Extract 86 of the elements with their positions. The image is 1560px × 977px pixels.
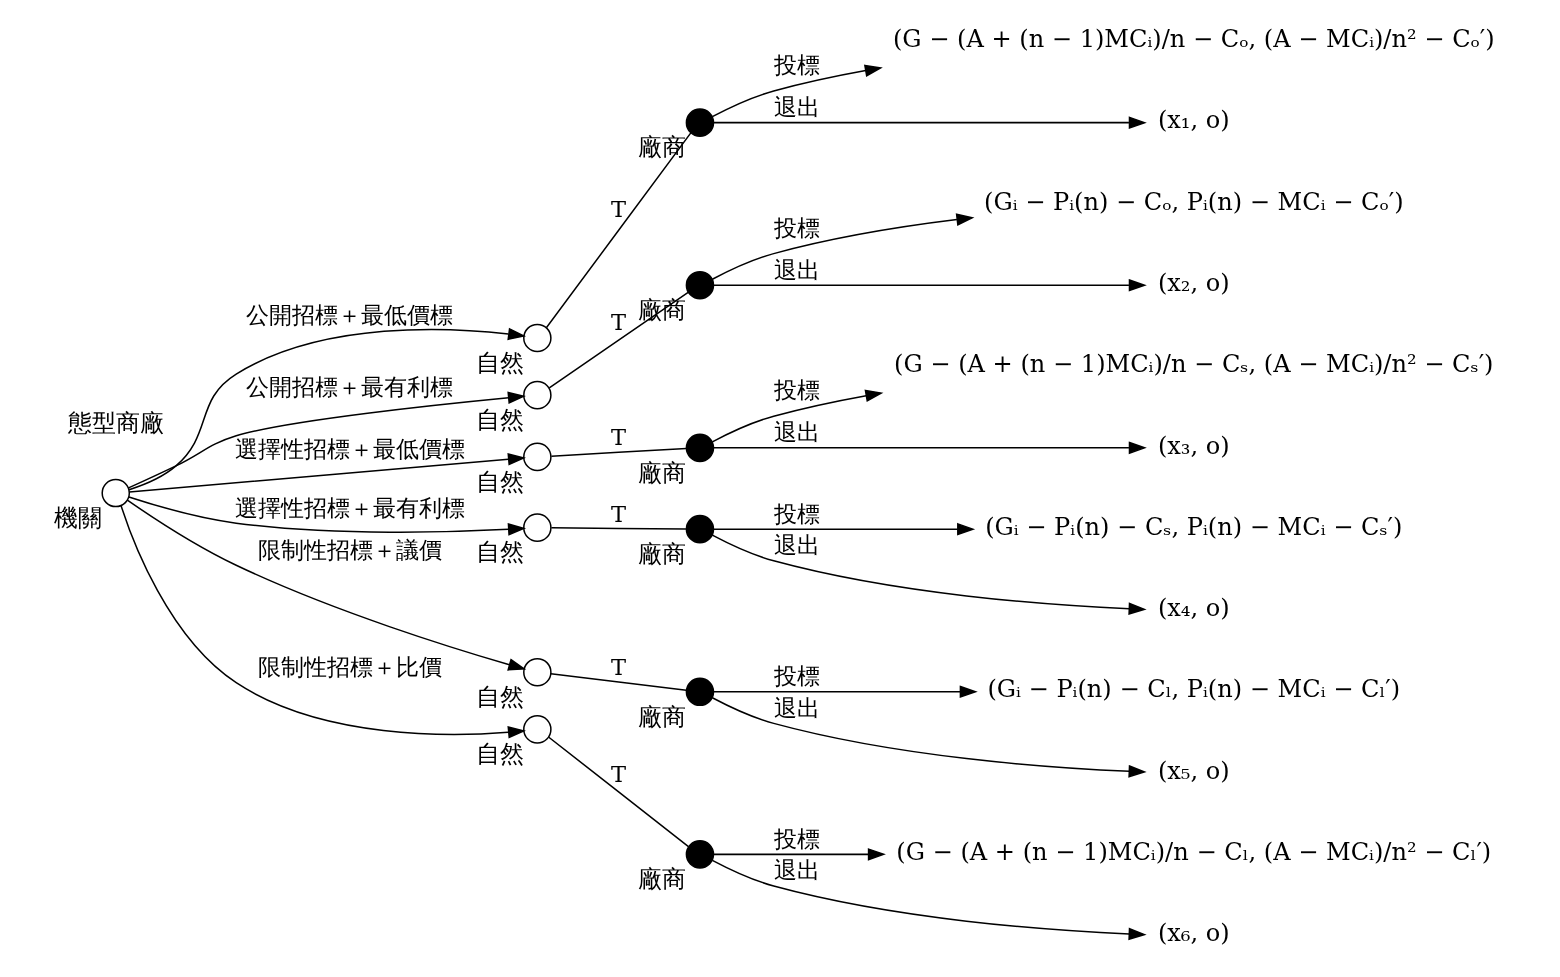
node-label: 廠商 (637, 702, 686, 731)
edge-label: 投標 (773, 825, 820, 852)
connector (550, 447, 687, 457)
arrow (712, 685, 978, 699)
node-circle (522, 513, 552, 542)
edge-label: 限制性招標＋比價 (257, 654, 442, 681)
arrow (128, 453, 526, 493)
edge-label: 退出 (773, 532, 820, 559)
connector (547, 736, 689, 848)
arrow (119, 505, 526, 739)
edge-label: T (610, 196, 626, 223)
node-label: 自然 (475, 348, 524, 377)
edge-label: T (610, 654, 626, 681)
arrow (127, 496, 526, 536)
node-circle (522, 657, 552, 687)
edge-label: T (610, 761, 626, 788)
node-label: 廠商 (637, 865, 686, 894)
node-circle (522, 442, 552, 472)
node-text: (G − (A + (n − 1)MCᵢ)/n − Cₗ, (A − MCᵢ)/n² − Cₗ′) (895, 838, 1491, 867)
node-text: (G − (A + (n − 1)MCᵢ)/n − Cₛ, (A − MCᵢ)/n² − Cₛ′) (893, 350, 1494, 379)
node-text: (x₃, o) (1157, 431, 1230, 460)
arrow (711, 697, 1147, 778)
edge-label: T (610, 309, 626, 336)
edge-label: 公開招標＋最有利標 (245, 374, 453, 401)
label: 態型商廠 (67, 408, 164, 437)
edge-label: 投標 (773, 214, 820, 241)
edge-label: 限制性招標＋議價 (257, 536, 442, 563)
edge-label: 投標 (773, 51, 820, 78)
edge-label: 投標 (773, 500, 820, 527)
arrow (712, 116, 1147, 129)
arrow (711, 389, 883, 443)
connector (550, 527, 687, 530)
node-text: (G − (A + (n − 1)MCᵢ)/n − Cₒ, (A − MCᵢ)/n² − Cₒ′) (892, 25, 1495, 54)
arrow (711, 213, 974, 280)
node-circle (522, 715, 552, 744)
edge-label: 退出 (773, 694, 820, 721)
connector (545, 132, 692, 329)
node-label: 機關 (53, 503, 102, 532)
arrow (127, 391, 526, 489)
node-text: (x₆, o) (1157, 919, 1230, 948)
node-text: (x₂, o) (1157, 268, 1230, 297)
node-dot (685, 840, 714, 869)
edge-label: T (610, 423, 626, 450)
arrow (712, 278, 1147, 292)
node-dot (685, 270, 714, 300)
node-label: 自然 (475, 683, 524, 712)
node-label: 廠商 (637, 458, 686, 487)
edge-label: 退出 (773, 94, 820, 121)
node-dot (685, 433, 714, 463)
connector (548, 291, 689, 389)
connector (549, 672, 687, 692)
node-dot (685, 108, 714, 137)
node-dot (685, 514, 714, 544)
edge-label: 退出 (773, 857, 820, 884)
edge-label: 公開招標＋最低價標 (245, 301, 453, 328)
node-circle (522, 380, 552, 410)
arrow (126, 499, 526, 671)
node-text: (x₄, o) (1157, 594, 1230, 623)
arrow (712, 848, 886, 861)
node-label: 廠商 (637, 539, 686, 568)
node-text: (Gᵢ − Pᵢ(n) − Cₗ, Pᵢ(n) − MCᵢ − Cₗ′) (986, 675, 1400, 704)
edge-label: 投標 (773, 377, 820, 404)
arrow (711, 64, 883, 118)
edge-label: 投標 (773, 663, 820, 690)
arrow (712, 441, 1147, 455)
node-label: 自然 (475, 740, 524, 769)
node-circle (522, 323, 552, 353)
node-label: 廠商 (637, 296, 686, 325)
node-circle (100, 478, 130, 508)
node-text: (Gᵢ − Pᵢ(n) − Cₒ, Pᵢ(n) − MCᵢ − Cₒ′) (983, 187, 1404, 216)
arrow (711, 859, 1147, 941)
edge-label: T (610, 500, 626, 527)
edge-label: 選擇性招標＋最低價標 (234, 435, 465, 462)
node-label: 自然 (475, 405, 524, 434)
node-label: 自然 (475, 467, 524, 496)
edge-label: 選擇性招標＋最有利標 (234, 494, 465, 521)
node-text: (Gᵢ − Pᵢ(n) − Cₛ, Pᵢ(n) − MCᵢ − Cₛ′) (984, 512, 1402, 541)
arrow (711, 534, 1147, 616)
node-text: (x₁, o) (1157, 106, 1230, 135)
node-label: 自然 (475, 538, 524, 567)
edge-label: 退出 (773, 256, 820, 283)
arrow (712, 522, 975, 536)
edge-label: 退出 (773, 419, 820, 446)
node-dot (685, 677, 714, 707)
node-text: (x₅, o) (1157, 756, 1230, 785)
arrow (127, 327, 526, 491)
